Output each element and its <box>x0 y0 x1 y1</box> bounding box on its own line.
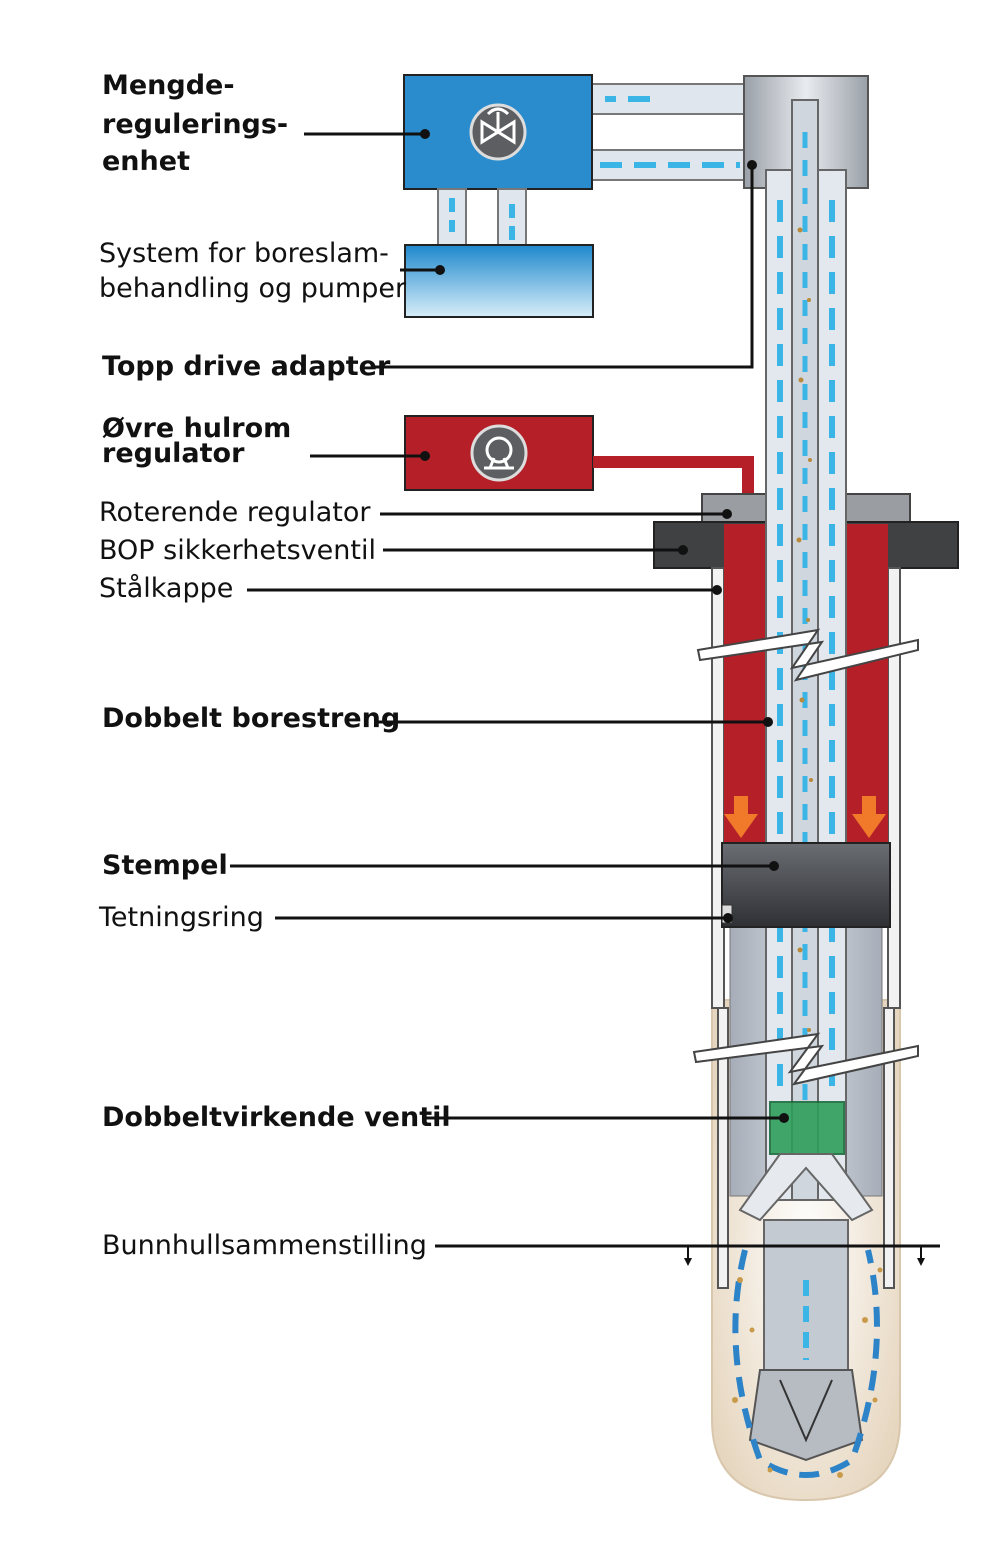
label-rotating-regulator: Roterende regulator <box>99 497 371 528</box>
label-piston: Stempel <box>102 850 228 881</box>
surface-return-pipe <box>591 83 753 181</box>
pressurized-annulus <box>724 524 888 842</box>
label-mud-system-1: System for boreslam- <box>99 238 389 269</box>
label-upper-annulus-1: Øvre hulrom <box>102 413 291 444</box>
label-bottom-hole-assembly: Bunnhullsammenstilling <box>102 1230 427 1261</box>
label-upper-annulus-2: regulator <box>102 438 245 469</box>
mud-system-box <box>404 244 594 318</box>
label-dual-acting-valve: Dobbeltvirkende ventil <box>102 1102 451 1133</box>
dual-acting-valve-block <box>769 1101 845 1155</box>
label-bop-valve: BOP sikkerhetsventil <box>99 535 376 566</box>
label-steel-casing: Stålkappe <box>99 573 233 604</box>
pump-icon <box>470 424 528 482</box>
label-flow-control-unit-2: regulerings- <box>102 109 288 140</box>
flow-control-unit <box>403 74 593 190</box>
piston-block <box>721 842 891 928</box>
leader-lines <box>230 129 789 1123</box>
label-flow-control-unit-1: Mengde- <box>102 70 235 101</box>
upper-annulus-regulator <box>404 415 754 522</box>
label-top-drive-adapter: Topp drive adapter <box>102 351 391 382</box>
bha-reference-line <box>435 1244 940 1266</box>
label-seal-ring: Tetningsring <box>98 902 264 933</box>
label-mud-system-2: behandling og pumper <box>99 273 407 304</box>
label-dual-drill-string: Dobbelt borestreng <box>102 703 400 734</box>
piston-pressure-arrows <box>724 796 886 838</box>
break-lines <box>692 628 919 1086</box>
label-flow-control-unit-3: enhet <box>102 146 190 177</box>
mud-connection-pipes <box>437 188 527 248</box>
labels: Mengde- regulerings- enhet System for bo… <box>98 70 451 1261</box>
valve-icon <box>469 103 527 161</box>
